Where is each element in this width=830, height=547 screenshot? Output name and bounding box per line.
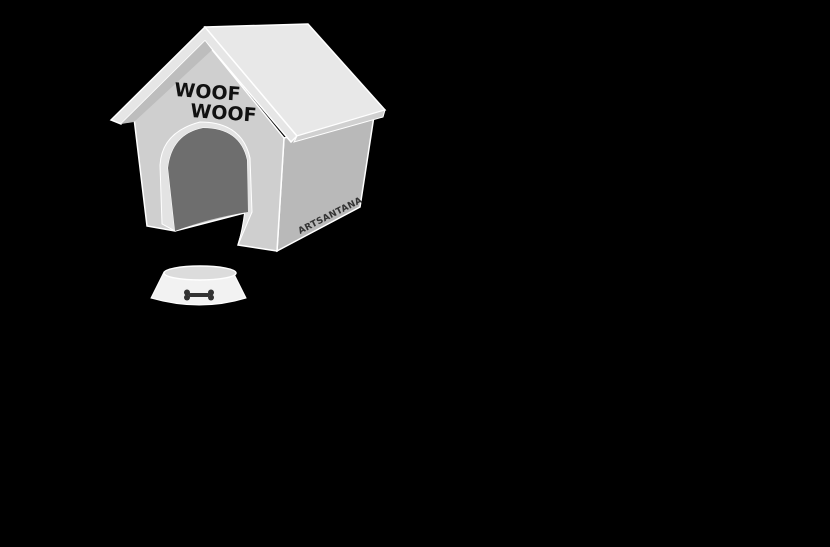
- dog-bowl-body: [150, 271, 247, 306]
- dog-bowl-rim: [163, 265, 237, 281]
- doghouse-roof-edge: [293, 109, 386, 143]
- dog-bowl-icon: [150, 265, 247, 306]
- bone-icon: [184, 289, 214, 301]
- doghouse-doorway: [168, 128, 248, 231]
- sign-line-2: WOOF: [190, 100, 258, 127]
- doghouse-gable-shade: [121, 41, 212, 124]
- sign-line-1: WOOF: [174, 79, 242, 106]
